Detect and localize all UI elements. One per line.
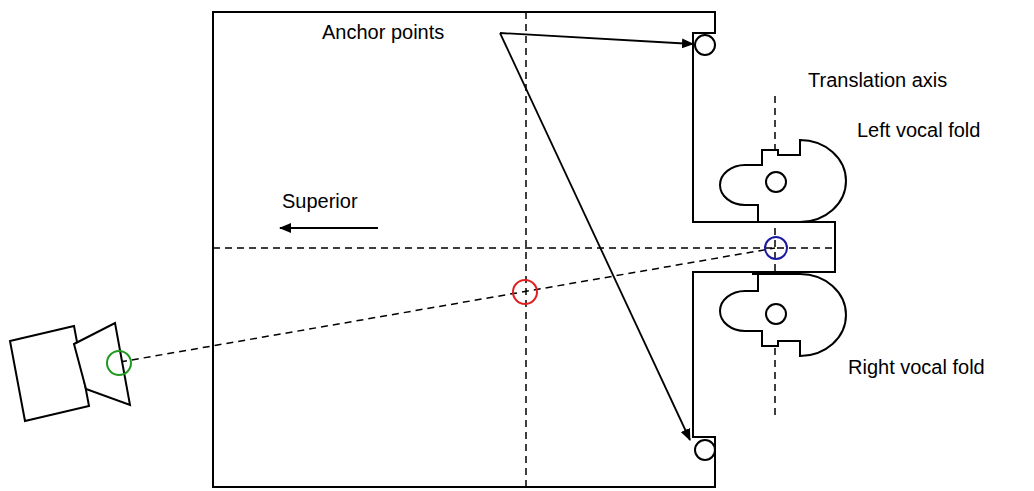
- axis-label: Translation axis: [808, 68, 947, 92]
- callout-label: Anchor points: [322, 20, 444, 44]
- part-label: Left vocal fold: [857, 118, 980, 142]
- part-label: Right vocal fold: [848, 355, 985, 379]
- direction-label: Superior: [282, 189, 358, 213]
